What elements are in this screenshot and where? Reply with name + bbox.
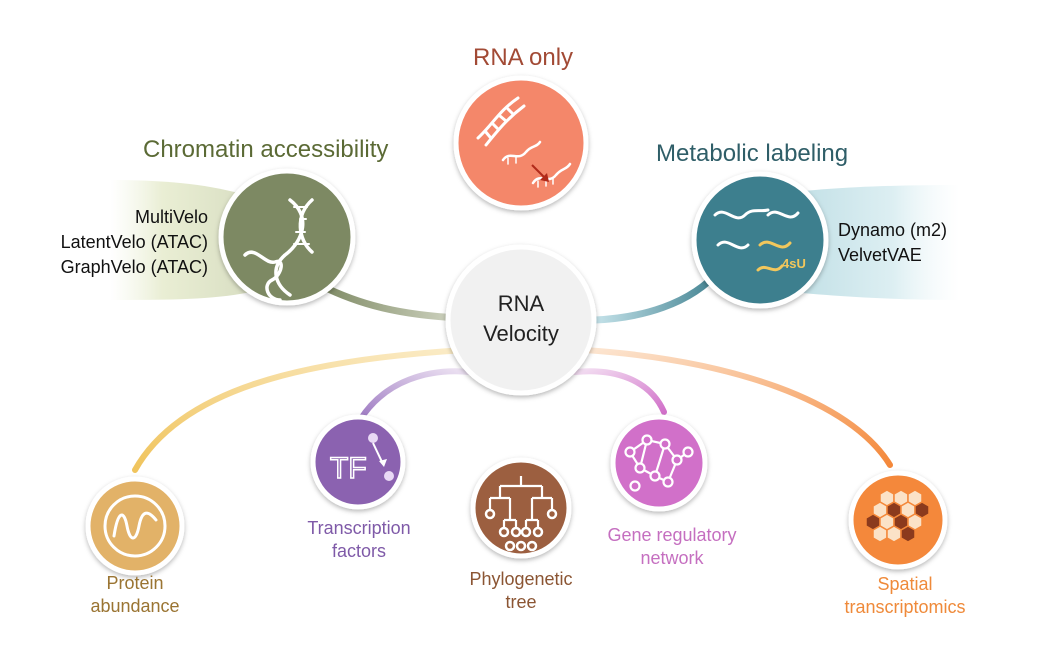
protein-label: Protein abundance xyxy=(55,572,215,618)
tf-label: Transcription factors xyxy=(284,517,434,563)
metabolic-title: Metabolic labeling xyxy=(656,140,849,167)
metabolic-method-list: Dynamo (m2) VelvetVAE xyxy=(838,218,947,268)
grn-node xyxy=(610,414,708,512)
phylo-label-line1: Phylogenetic xyxy=(469,569,573,589)
rna-only-title: RNA only xyxy=(473,44,574,71)
phylo-label-line2: tree xyxy=(505,592,537,612)
center-label-line2: Velocity xyxy=(483,321,559,346)
branch-spatial xyxy=(582,347,893,468)
tf-label-line2: factors xyxy=(331,541,387,561)
chromatin-method: LatentVelo (ATAC) xyxy=(60,232,208,252)
branch-metabolic xyxy=(591,266,724,324)
spatial-label-line2: transcriptomics xyxy=(844,597,966,617)
spatial-label: Spatial transcriptomics xyxy=(820,573,990,619)
metabolic-method: VelvetVAE xyxy=(838,245,922,265)
rna-strands-icon xyxy=(713,208,800,272)
branch-protein xyxy=(132,347,468,473)
chromatin-title: Chromatin accessibility xyxy=(143,136,389,163)
chromatin-dna-icon xyxy=(243,198,314,302)
rna-only-node xyxy=(453,75,589,211)
center-label: RNA Velocity xyxy=(451,289,591,349)
grn-label-line1: Gene regulatory xyxy=(607,525,737,545)
center-label-line1: RNA xyxy=(497,291,545,316)
tree-leaf-icons xyxy=(484,508,558,552)
tree-icon xyxy=(488,476,554,530)
chromatin-band xyxy=(110,180,260,300)
metabolic-node: 4sU xyxy=(691,171,829,309)
branch-grn xyxy=(572,368,667,415)
chromatin-node xyxy=(218,168,356,306)
grn-label: Gene regulatory network xyxy=(584,524,760,570)
spatial-node xyxy=(848,470,948,570)
protein-label-line2: abundance xyxy=(90,596,180,616)
tf-label-line1: Transcription xyxy=(307,518,411,538)
chromatin-method: GraphVelo (ATAC) xyxy=(60,257,208,277)
phylo-label: Phylogenetic tree xyxy=(446,568,596,614)
branch-tf xyxy=(357,368,473,423)
tf-icon: TF xyxy=(329,433,394,486)
tf-node: TF xyxy=(310,414,406,510)
branch-chromatin xyxy=(316,281,464,322)
center-node xyxy=(445,244,597,396)
grn-label-line2: network xyxy=(640,548,704,568)
metabolic-method: Dynamo (m2) xyxy=(838,220,948,240)
protein-label-line1: Protein xyxy=(106,573,164,593)
chromatin-method: MultiVelo xyxy=(134,207,208,227)
tf-icon-text: TF xyxy=(330,452,367,485)
protein-icon xyxy=(103,494,167,558)
hexagon-grid-icon xyxy=(865,489,930,543)
spatial-label-line1: Spatial xyxy=(877,574,933,594)
arrow-icon xyxy=(531,164,549,182)
metabolic-badge: 4sU xyxy=(782,256,806,271)
protein-node xyxy=(85,476,185,576)
phylo-node xyxy=(470,457,572,559)
chromatin-method-list: MultiVelo LatentVelo (ATAC) GraphVelo (A… xyxy=(61,205,208,280)
dna-to-rna-icon xyxy=(476,96,572,188)
network-node-icons xyxy=(624,434,694,492)
